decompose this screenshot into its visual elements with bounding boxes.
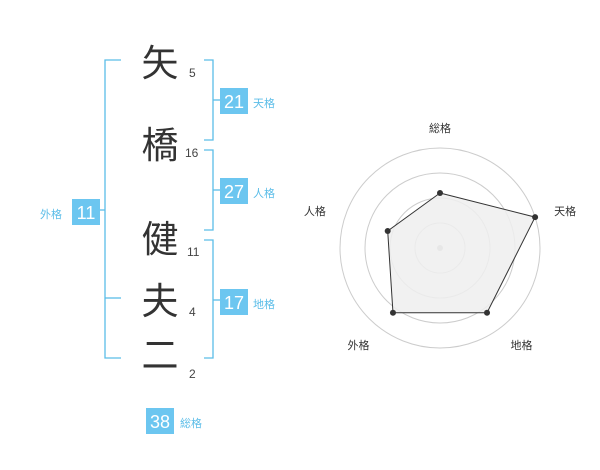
- brackets: [97, 59, 220, 359]
- name-char-5: 二: [142, 334, 179, 377]
- name-char-3: 健: [142, 218, 179, 261]
- name-column: 矢 5 橋 16 健 11 夫 4 二 2: [142, 42, 200, 381]
- jinkaku-badge: 27 人格: [220, 178, 275, 204]
- gaikaku-value: 11: [77, 203, 96, 223]
- soukaku-value: 38: [150, 412, 170, 432]
- tenkaku-label: 天格: [253, 96, 275, 110]
- radar-point-4: [389, 309, 396, 316]
- radar-area: [387, 192, 536, 314]
- radar-ring-4: [339, 147, 541, 349]
- stroke-count-5: 2: [189, 367, 196, 381]
- stroke-count-2: 16: [185, 146, 199, 160]
- stroke-count-4: 4: [189, 305, 196, 319]
- radar-label-3: 地格: [511, 338, 533, 352]
- tenkaku-badge: 21 天格: [220, 88, 275, 114]
- chikaku-badge: 17 地格: [220, 289, 275, 315]
- radar-label-5: 人格: [304, 204, 326, 218]
- gaikaku-badge: 外格 11: [40, 199, 100, 225]
- chikaku-label: 地格: [253, 297, 275, 311]
- soukaku-badge: 38 総格: [146, 408, 202, 434]
- radar-label-1: 総格: [429, 121, 451, 135]
- tenkaku-value: 21: [224, 92, 244, 112]
- jinkaku-box: [220, 178, 248, 204]
- jinkaku-bracket: [204, 149, 214, 231]
- radar-label-4: 外格: [348, 338, 370, 352]
- radar-label-2: 天格: [554, 204, 576, 218]
- radar-point-1: [437, 190, 443, 196]
- gaikaku-box: [72, 199, 100, 225]
- chikaku-box: [220, 289, 248, 315]
- jinkaku-label: 人格: [253, 186, 275, 200]
- tenkaku-bracket: [204, 59, 214, 141]
- radar-points: [384, 190, 539, 316]
- jinkaku-value: 27: [224, 182, 244, 202]
- name-char-4: 夫: [142, 280, 179, 323]
- soukaku-label: 総格: [180, 416, 202, 430]
- tenkaku-box: [220, 88, 248, 114]
- radar-point-5: [384, 228, 391, 235]
- name-char-1: 矢: [142, 42, 179, 85]
- stroke-count-1: 5: [189, 66, 196, 80]
- gaikaku-bracket: [104, 59, 121, 359]
- chikaku-bracket: [204, 239, 214, 359]
- soukaku-box: [146, 408, 174, 434]
- stroke-count-3: 11: [187, 245, 200, 259]
- name-char-2: 橋: [142, 124, 179, 167]
- chikaku-value: 17: [224, 293, 244, 313]
- radar-point-3: [484, 309, 491, 316]
- radar-point-2: [532, 214, 539, 221]
- gaikaku-label: 外格: [40, 207, 62, 221]
